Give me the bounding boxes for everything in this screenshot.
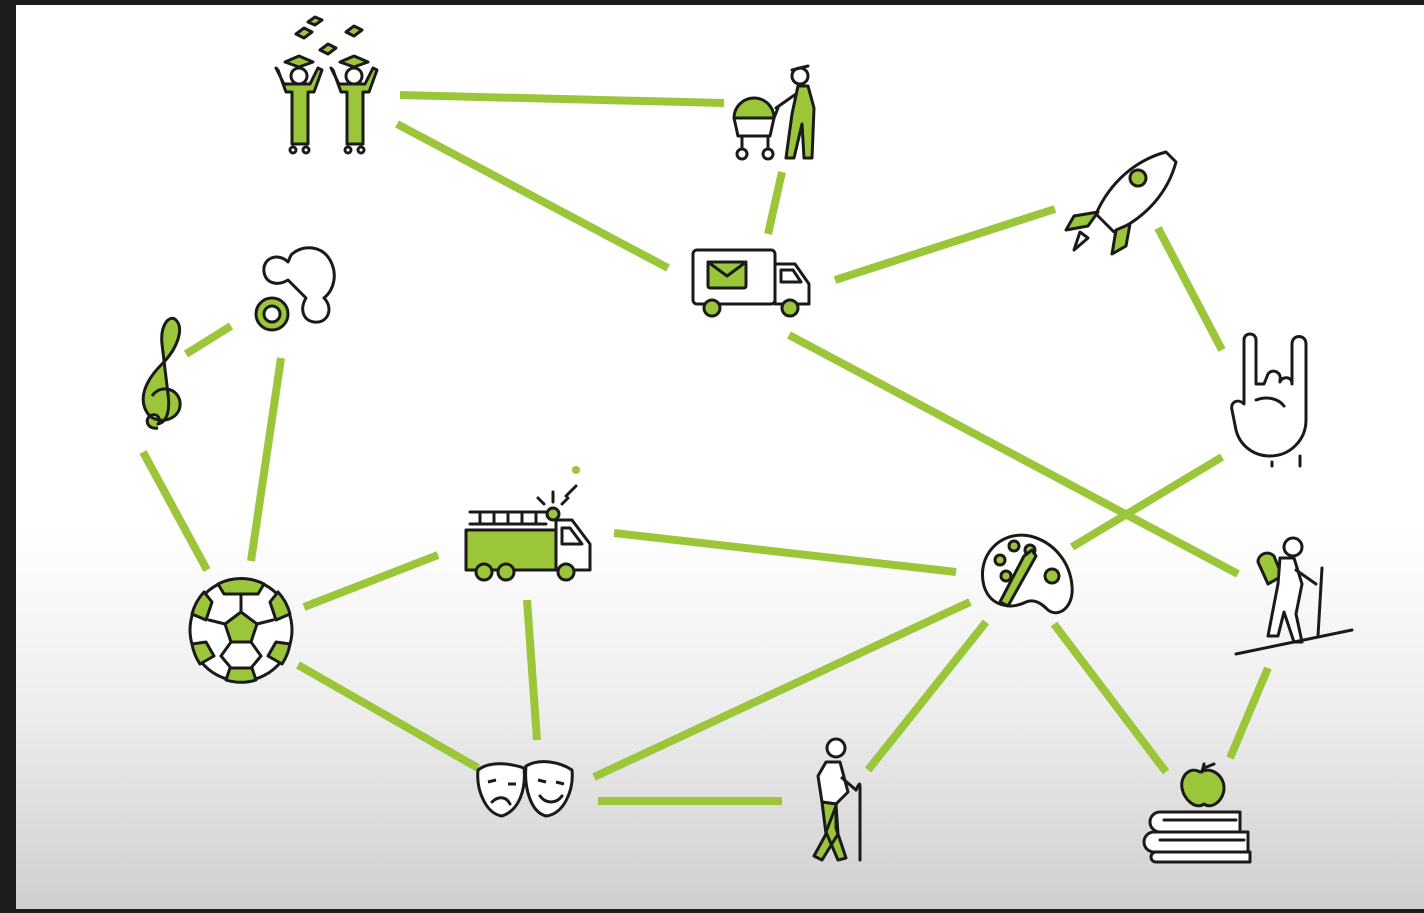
- edge-soccer-ball-fire-truck: [302, 551, 440, 611]
- edge-theater-masks-palette: [592, 598, 972, 781]
- edge-stroller-mail-truck: [764, 171, 786, 235]
- palette-icon: [981, 533, 1074, 615]
- parent-stroller-icon: [732, 64, 816, 161]
- edge-hiker-books: [1226, 666, 1272, 760]
- edges: [139, 91, 1272, 805]
- edge-fire-truck-palette: [613, 529, 957, 576]
- pacifier-icon: [254, 246, 336, 332]
- edge-elderly-palette: [864, 619, 990, 773]
- rocket-icon: [1064, 150, 1178, 256]
- edge-graduates-mail-truck: [395, 120, 670, 272]
- edge-rocket-rock-hand: [1154, 226, 1226, 352]
- edge-mail-truck-hiker: [787, 331, 1240, 578]
- edge-mail-truck-rocket: [833, 205, 1057, 284]
- hiker-icon: [1234, 536, 1354, 656]
- treble-clef-icon: [141, 316, 182, 430]
- edge-fire-truck-theater-masks: [523, 599, 541, 741]
- network-diagram: [139, 15, 1354, 864]
- edge-rock-hand-palette: [1069, 453, 1225, 551]
- edge-graduates-stroller: [399, 91, 725, 107]
- soccer-ball-icon: [188, 577, 294, 684]
- edge-treble-clef-pacifier: [183, 322, 234, 358]
- books-apple-icon: [1142, 762, 1252, 864]
- fire-truck-icon: [464, 466, 592, 582]
- rock-hand-icon: [1230, 332, 1308, 468]
- edge-pacifier-soccer-ball: [247, 357, 285, 562]
- edge-treble-clef-soccer-ball: [139, 450, 211, 572]
- elderly-person-icon: [812, 737, 862, 862]
- mail-truck-icon: [691, 248, 811, 318]
- edge-palette-books: [1050, 621, 1170, 775]
- diagram-canvas: [16, 5, 1424, 909]
- edge-soccer-ball-theater-masks: [296, 661, 480, 772]
- graduates-icon: [274, 15, 379, 155]
- theater-masks-icon: [476, 760, 574, 818]
